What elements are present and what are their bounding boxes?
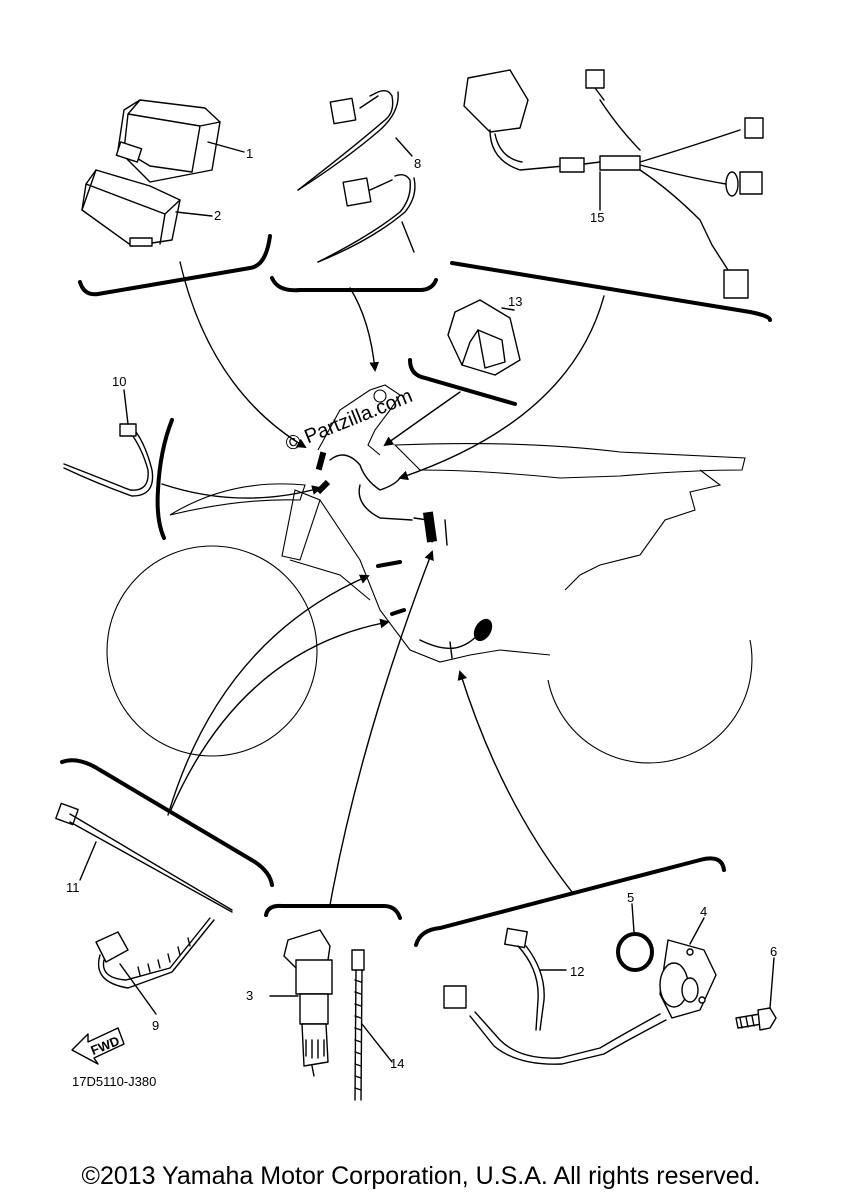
callout-6: 6 <box>770 944 777 959</box>
part-13-bracket[interactable] <box>447 299 521 376</box>
part-12-clamp[interactable] <box>504 927 545 1031</box>
bracket-11 <box>60 758 274 887</box>
arrow-ecu <box>179 261 307 449</box>
harness-wire <box>329 454 401 491</box>
callout-11: 11 <box>66 880 80 895</box>
callout-9: 9 <box>152 1018 159 1033</box>
bracket-top-right <box>450 261 772 322</box>
bracket-top-mid <box>270 276 438 293</box>
part-11-cable-tie[interactable] <box>55 802 233 913</box>
callout-12: 12 <box>570 964 584 979</box>
arrow-sensor <box>457 670 573 893</box>
tie-mark <box>376 560 402 568</box>
arrow-8 <box>349 287 380 372</box>
crank-wire <box>419 631 481 650</box>
callout-1: 1 <box>246 146 253 161</box>
leader-arrows <box>161 261 605 906</box>
tie-mark <box>390 608 406 616</box>
arrow-11a <box>167 574 370 816</box>
bracket-3-14 <box>264 903 402 920</box>
group-brackets <box>60 234 772 947</box>
part-3-ignition-coil[interactable] <box>283 929 333 1077</box>
part-15-harness[interactable] <box>463 69 764 299</box>
harness-wire-2 <box>358 484 413 521</box>
rear-wheel <box>547 639 753 764</box>
arrow-10 <box>161 483 322 499</box>
side-panel <box>564 469 722 591</box>
tie-mark <box>449 641 453 659</box>
part-8-clamp[interactable] <box>297 89 399 191</box>
plug-wire <box>444 519 448 546</box>
bike-harness <box>315 451 493 659</box>
number-plate <box>281 489 321 561</box>
callout-15: 15 <box>590 210 604 225</box>
callout-4: 4 <box>700 904 707 919</box>
arrow-13 <box>383 391 461 447</box>
handlebar-clamp <box>373 389 387 403</box>
motorcycle-outline <box>106 384 753 764</box>
part-9-band[interactable] <box>95 917 215 989</box>
part-6-bolt[interactable] <box>735 1007 777 1031</box>
callout-2: 2 <box>214 208 221 223</box>
callout-numbers: 1 2 3 4 5 6 8 9 10 11 12 13 14 15 <box>66 146 777 1071</box>
seat-fender <box>393 442 746 479</box>
sensor-on-bike <box>473 618 493 642</box>
front-fender <box>169 483 306 516</box>
part-5-o-ring[interactable] <box>616 932 654 972</box>
diagram-code: 17D5110-J380 <box>72 1074 156 1089</box>
bracket-13 <box>408 358 517 406</box>
callout-10: 10 <box>112 374 126 389</box>
arrow-coil <box>329 550 434 906</box>
coil-on-bike <box>422 511 438 543</box>
part-1-ecu[interactable] <box>115 99 221 183</box>
callout-5: 5 <box>627 890 634 905</box>
connector-mark <box>315 451 327 471</box>
fwd-arrow-icon: FWD <box>71 1027 125 1065</box>
front-wheel <box>106 545 318 757</box>
part-4-sensor[interactable] <box>443 939 717 1065</box>
callout-14: 14 <box>390 1056 404 1071</box>
callout-3: 3 <box>246 988 253 1003</box>
frame-lower <box>319 499 551 663</box>
part-8-clamp-b[interactable] <box>317 173 416 263</box>
fwd-label: FWD <box>88 1033 121 1058</box>
part-2-bracket[interactable] <box>81 169 181 247</box>
callout-13: 13 <box>508 294 522 309</box>
bracket-top-left <box>78 234 272 297</box>
copyright-footer: ©2013 Yamaha Motor Corporation, U.S.A. A… <box>81 1162 761 1190</box>
bracket-sensor <box>414 856 726 947</box>
arrow-15 <box>398 295 605 481</box>
callout-lines <box>79 137 775 1063</box>
fork <box>289 559 371 601</box>
part-14-tie[interactable] <box>351 949 365 1101</box>
part-10-clamp[interactable] <box>63 423 154 497</box>
connector-mark <box>315 479 331 495</box>
callout-8: 8 <box>414 156 421 171</box>
bracket-10 <box>155 418 174 540</box>
arrow-11b <box>169 618 390 813</box>
handlebar-region <box>317 384 401 456</box>
